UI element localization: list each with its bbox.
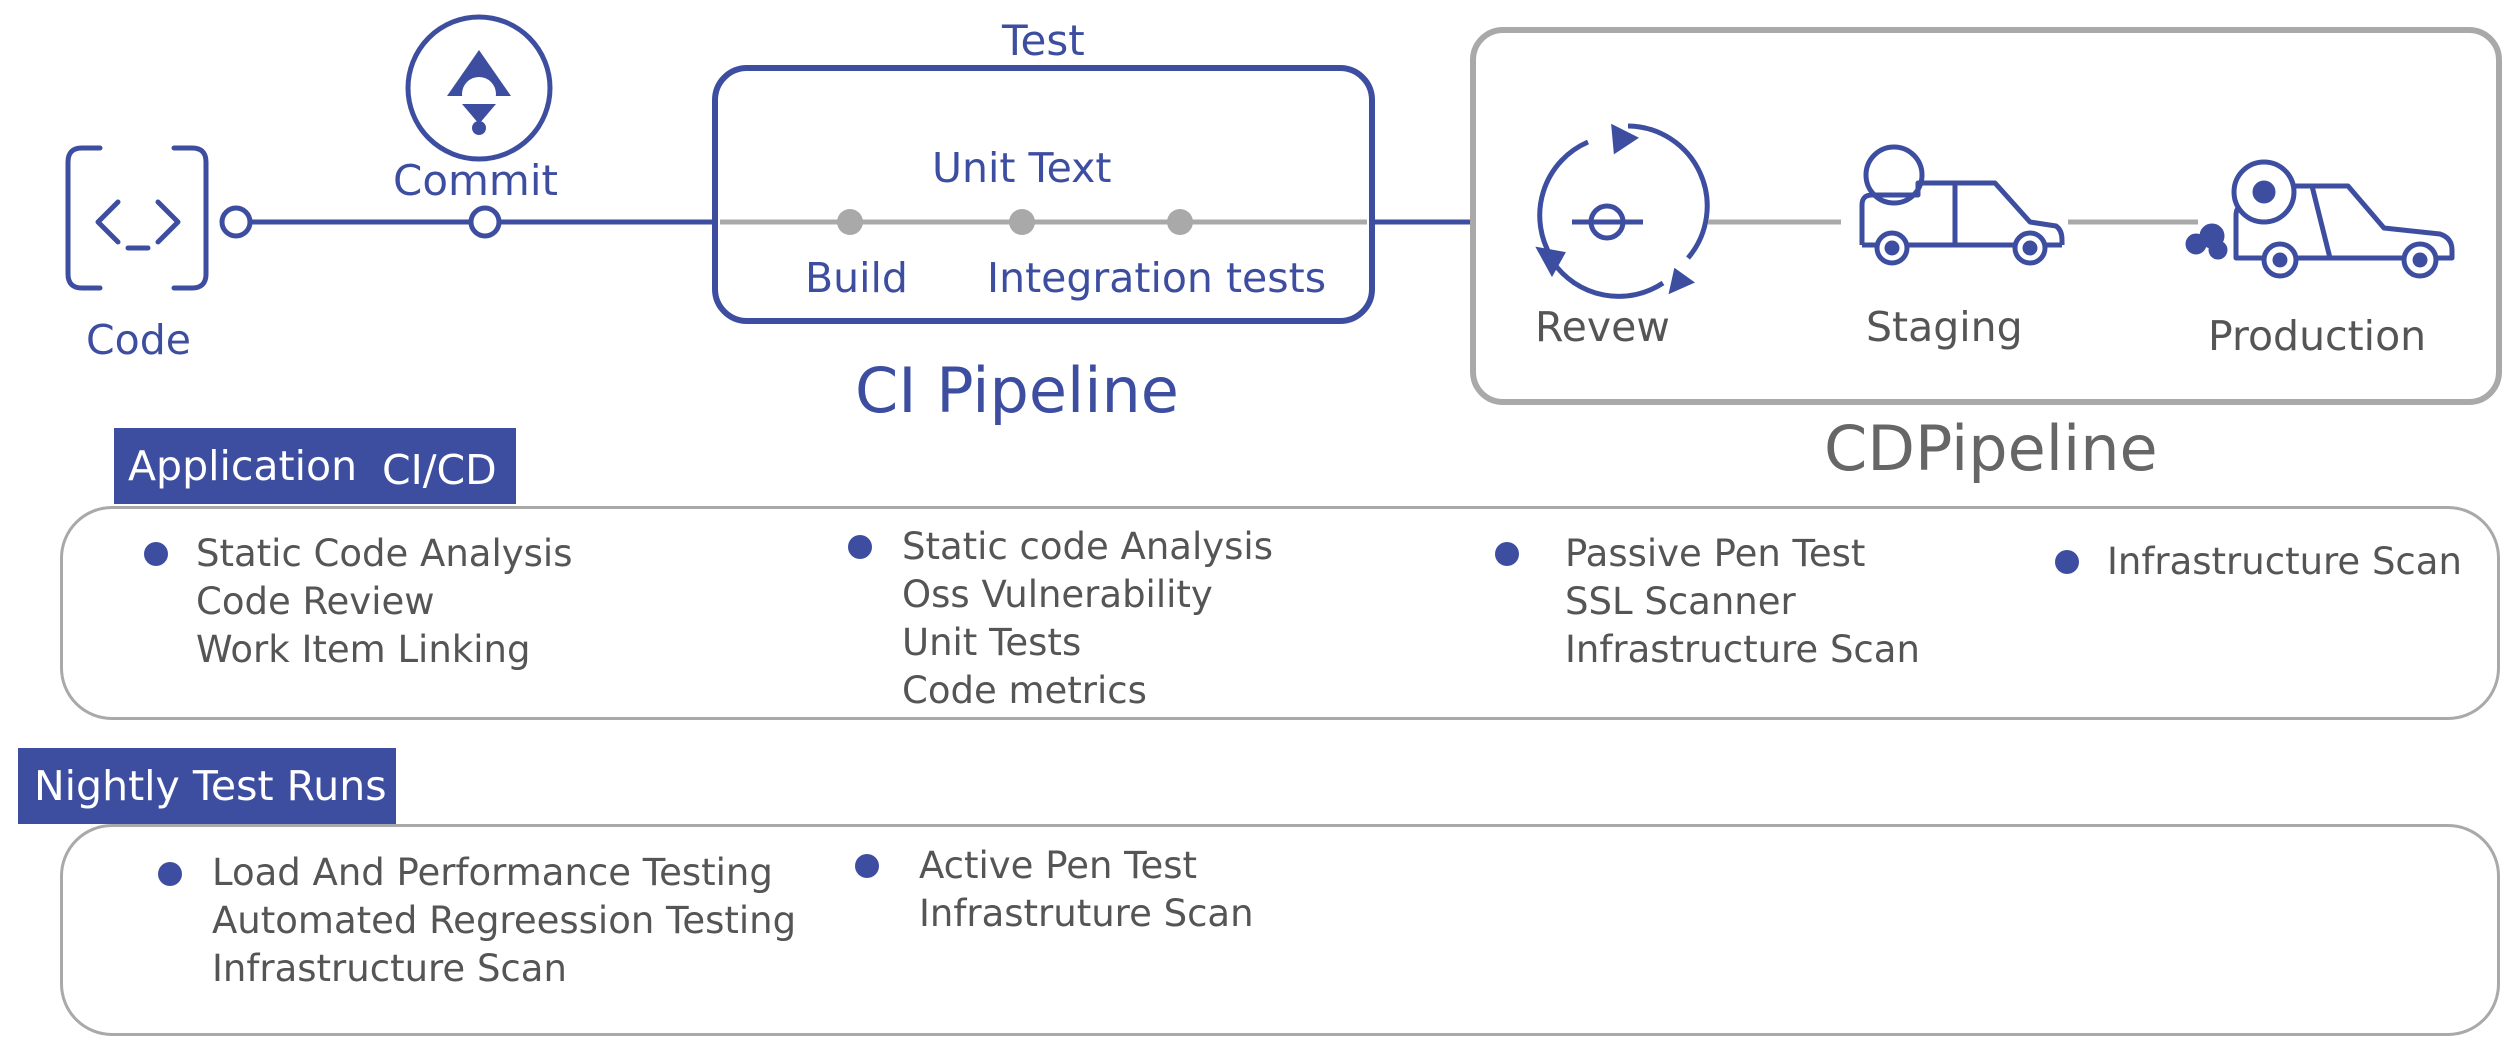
list-item: Active Pen Test [919,844,1198,887]
list-item: Code metrics [902,669,1147,712]
list-item: SSL Scanner [1565,580,1796,623]
review-cycle-icon [1535,123,1710,299]
unit-test-node [1009,209,1035,235]
list-item: Static Code Analysis [196,532,573,575]
nightly-column-1-items: Load And Performance Testing Automated R… [212,850,796,994]
staging-label: Staging [1866,303,2023,351]
list-item: Infrastructure Scan [1565,628,1920,671]
integration-tests-label: Integration tests [987,254,1327,302]
code-bracket-icon [65,145,209,291]
integration-node [1167,209,1193,235]
code-node [219,205,253,239]
build-node [837,209,863,235]
list-item: Infrastructure Scan [212,947,567,990]
unit-test-label: Unit Text [932,144,1112,192]
app-column-4-items: Infrastructure Scan [2107,538,2462,586]
list-item: Infrastruture Scan [919,892,1254,935]
app-column-3-items: Passive Pen Test SSL Scanner Infrastruct… [1565,530,1920,674]
list-item: Infrastructure Scan [2107,540,2462,583]
list-item: Work Item Linking [196,628,531,671]
bullet-dot [1495,542,1519,566]
commit-label: Commit [393,156,558,205]
list-item: Static code Analysis [902,525,1273,568]
bullet-dot [2055,550,2079,574]
ci-pipeline-title: CI Pipeline [855,354,1179,427]
list-item: Automated Regreession Testing [212,899,797,942]
commit-upload-icon [405,14,553,162]
nightly-panel [60,824,2500,1036]
app-column-2-items: Static code Analysis Oss Vulnerability U… [902,523,1273,715]
list-item: Unit Tests [902,621,1082,664]
production-label: Production [2208,312,2427,360]
nightly-test-runs-tag: Nightly Test Runs [18,748,396,824]
application-panel [60,506,2500,720]
test-box [712,65,1375,324]
nightly-tag-text: Nightly Test Runs [34,762,387,810]
app-column-1-items: Static Code Analysis Code Review Work It… [196,530,573,674]
build-label: Build [805,254,908,302]
bullet-dot [848,535,872,559]
list-item: Passive Pen Test [1565,532,1866,575]
test-label: Test [1002,16,1085,65]
cd-pipeline-box [1470,27,2502,405]
bullet-dot [855,854,879,878]
review-label: Revew [1535,303,1670,351]
staging-car-icon [1859,144,2065,266]
list-item: Code Review [196,580,435,623]
application-cicd-tag: Application CI/CD [114,428,516,504]
application-tag-text: Application [128,442,358,490]
list-item: Load And Performance Testing [212,851,773,894]
list-item: Oss Vulnerability [902,573,1213,616]
commit-node [468,205,502,239]
bullet-dot [158,862,182,886]
code-label: Code [86,316,191,364]
production-car-icon [2185,159,2455,279]
bullet-dot [144,542,168,566]
cd-pipeline-title: CDPipeline [1824,412,2158,485]
cicd-tag-text: CI/CD [382,446,497,494]
nightly-column-2-items: Active Pen Test Infrastruture Scan [919,842,1254,938]
